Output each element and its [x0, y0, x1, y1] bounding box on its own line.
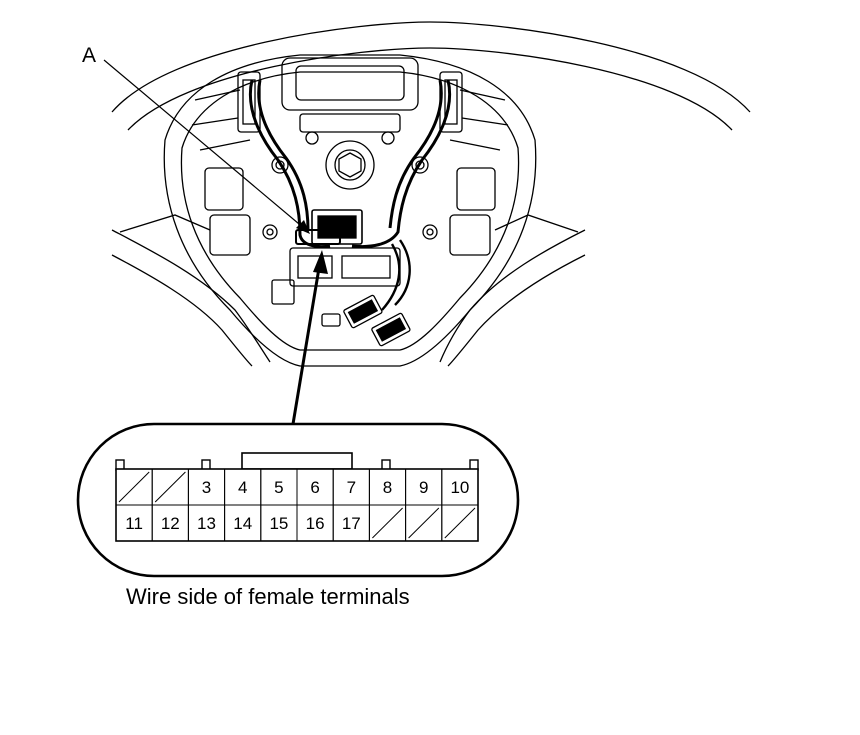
unused-terminal-slash: [372, 507, 403, 539]
pointer-arrowhead: [313, 250, 328, 274]
terminal-number: 8: [383, 478, 392, 497]
terminal-number: 17: [342, 514, 361, 533]
terminal-cell: [441, 504, 479, 542]
caption: Wire side of female terminals: [126, 584, 410, 609]
unused-terminal-slash: [408, 507, 440, 539]
callout-leader-line: [103, 59, 306, 230]
terminal-number: 4: [238, 478, 247, 497]
unused-terminal-slash: [154, 471, 186, 503]
unused-terminal-slash: [444, 507, 476, 539]
pointer-arrow-line: [290, 261, 322, 431]
callout-leader-arrowhead: [296, 220, 310, 234]
terminal-grid: 3 4 5 6 7 8 9 10 11 12 13 14 15 16 17: [115, 468, 479, 542]
callout-label-a: A: [82, 44, 96, 67]
terminal-number: 5: [274, 478, 283, 497]
unused-terminal-slash: [118, 471, 150, 503]
connector-face: 3 4 5 6 7 8 9 10 11 12 13 14 15 16 17: [76, 422, 520, 578]
terminal-number: 16: [306, 514, 325, 533]
terminal-number: 12: [161, 514, 180, 533]
terminal-number: 11: [125, 514, 143, 533]
terminal-number: 3: [202, 478, 211, 497]
terminal-number: 7: [347, 478, 356, 497]
terminal-number: 13: [197, 514, 216, 533]
connector-lock-tab: [241, 452, 353, 470]
terminal-number: 6: [310, 478, 319, 497]
terminal-number: 9: [419, 478, 428, 497]
steering-wheel-illustration: [111, 21, 751, 367]
terminal-number: 14: [233, 514, 252, 533]
terminal-number: 15: [269, 514, 288, 533]
terminal-number: 10: [450, 478, 469, 497]
